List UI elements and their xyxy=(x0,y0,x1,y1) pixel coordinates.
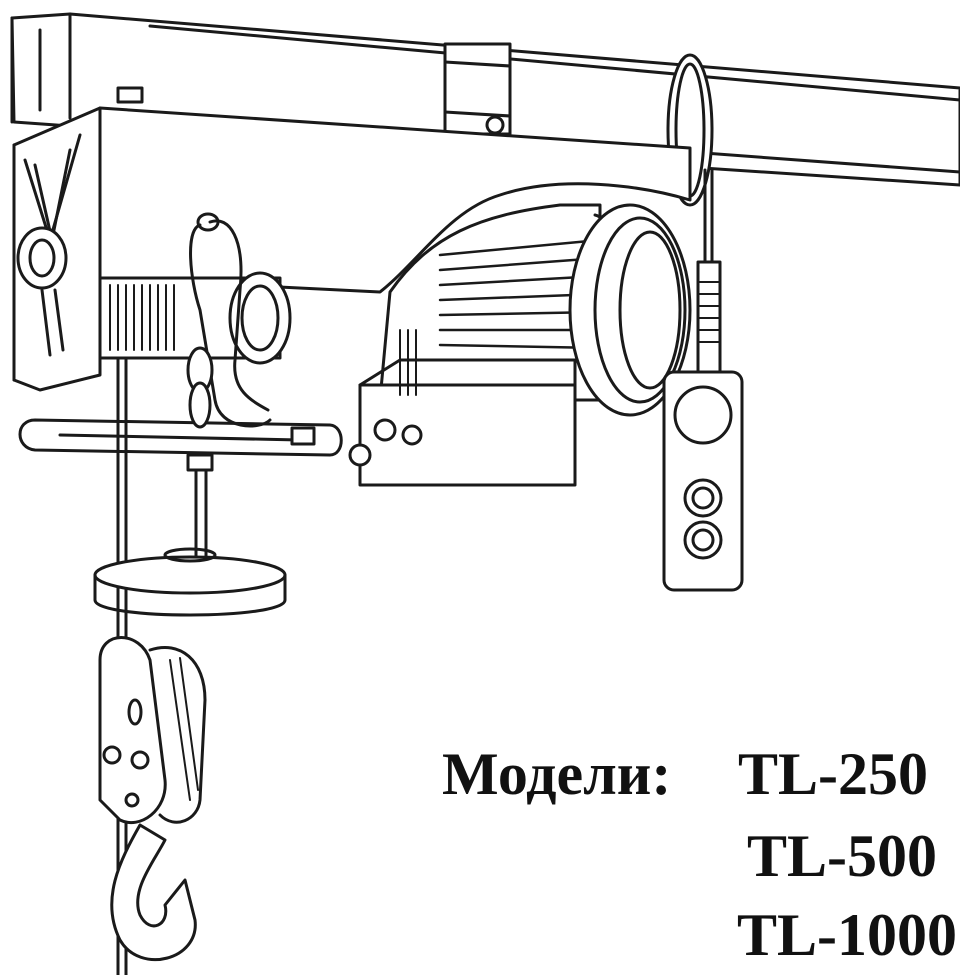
model-tl-250: TL-250 xyxy=(738,741,929,807)
model-tl-1000: TL-1000 xyxy=(737,902,958,968)
model-tl-500: TL-500 xyxy=(747,823,938,889)
models-label: Модели: xyxy=(442,741,672,807)
